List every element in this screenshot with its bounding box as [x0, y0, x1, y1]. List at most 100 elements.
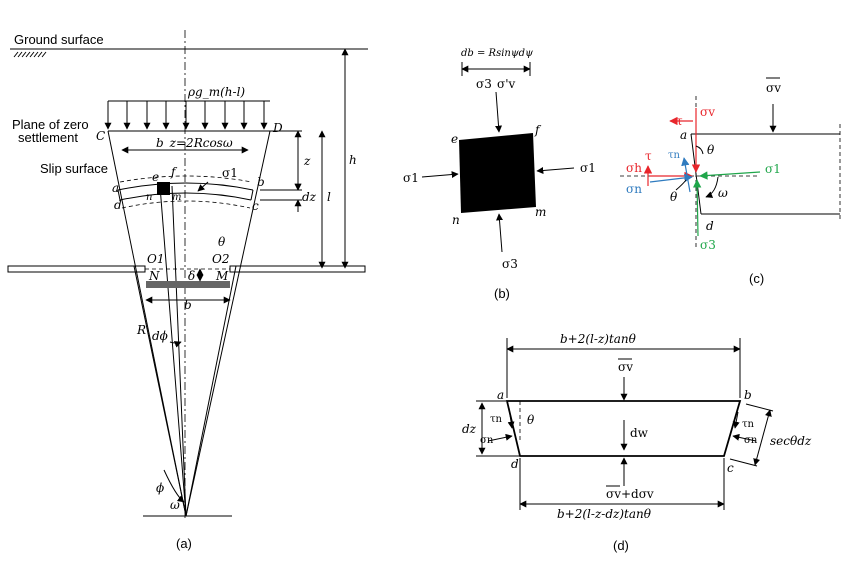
top-width-label: b+2(l-z)tanθ	[560, 332, 637, 346]
slice-top-arc	[117, 182, 254, 191]
point-d: d	[114, 198, 122, 212]
radius-line	[159, 185, 187, 517]
point-a: a	[112, 181, 119, 195]
sigmav-label-c: σv	[700, 105, 715, 119]
caption-d: (d)	[613, 538, 629, 553]
point-O2: O2	[212, 252, 229, 266]
panel-a: Ground surface ρg_m(h-l) Plane of zero s…	[7, 30, 368, 551]
R-label: R	[136, 323, 146, 337]
tau-label-c: τ	[645, 149, 652, 163]
sigma1-arrow-c	[699, 171, 761, 180]
panel-b: db = Rsinψdψ σ3 σ'v e f n m σ1 σ1 σ3 (b)	[403, 48, 596, 301]
omega-label: ω	[170, 498, 180, 512]
stress-element	[459, 133, 536, 213]
point-b-d: b	[744, 388, 752, 402]
point-f-b: f	[534, 123, 542, 137]
point-D: D	[272, 121, 283, 135]
point-f: f	[170, 165, 178, 179]
sigma3-bottom-arrow	[496, 213, 503, 253]
sigma3-arrow-c	[692, 179, 702, 237]
sigma3-label-c: σ3	[700, 238, 716, 252]
sigma3-top-arrow	[495, 91, 503, 133]
taun-left-label: τn	[490, 414, 503, 425]
theta2-label-c: θ	[670, 190, 678, 204]
load-label: ρg_m(h-l)	[187, 85, 245, 99]
caption-a: (a)	[176, 536, 192, 551]
right-slip-line	[185, 130, 271, 517]
point-m-b: m	[535, 205, 546, 219]
soil-element	[157, 182, 170, 195]
tau-top-label: τ	[676, 114, 683, 128]
sigman-arrow	[649, 173, 693, 183]
taun-label-c: τn	[668, 150, 681, 161]
sigma1-left-label: σ1	[403, 171, 419, 185]
slice-bottom-arc	[119, 192, 252, 201]
sigmav-bar-label: σv	[766, 81, 781, 95]
bottom-width-label: b+2(l-z-dz)tanθ	[557, 507, 652, 521]
sigma1-label-c: σ1	[765, 162, 781, 176]
db-label: db = Rsinψdψ	[461, 48, 533, 59]
settling-plate	[146, 281, 230, 288]
slip-surface-label: Slip surface	[40, 161, 108, 176]
sigmav-bar-d: σv	[618, 360, 633, 374]
dz-label-d: dz	[462, 422, 477, 436]
point-d-c: d	[706, 219, 714, 233]
point-O1: O1	[147, 252, 164, 266]
sigman-label-c: σn	[626, 182, 642, 196]
theta1-label-c: θ	[707, 143, 715, 157]
ground-surface-label: Ground surface	[14, 32, 104, 47]
point-N: N	[148, 269, 160, 283]
taun-right-label: τn	[742, 419, 755, 430]
point-d-d: d	[511, 457, 519, 471]
taun-arrow	[681, 157, 691, 193]
sigma1-right-arrow	[536, 167, 575, 174]
phi-label: ϕ	[156, 481, 164, 495]
sec-label: secθdz	[770, 434, 812, 448]
sigmav-dv-label: σv+dσv	[606, 487, 654, 501]
h-label: h	[349, 153, 357, 167]
theta-label-d: θ	[527, 413, 535, 427]
z-label: z	[303, 154, 311, 168]
point-a-c: a	[680, 128, 687, 142]
load-arrows	[104, 101, 268, 130]
sigman-left-label: σn	[480, 435, 494, 446]
point-e: e	[152, 170, 159, 184]
slice-element	[505, 400, 742, 457]
sigma3-bottom-label: σ3	[502, 257, 518, 271]
plane-zero-label-1: Plane of zero	[12, 117, 89, 132]
point-M: M	[215, 269, 229, 283]
delta-label: δ	[188, 269, 195, 283]
plane-zero-label-2: settlement	[18, 130, 78, 145]
dw-label: dw	[630, 426, 649, 440]
dphi-label: dϕ	[152, 329, 168, 343]
bz-label: b_z=2Rcosω	[156, 136, 233, 150]
sigma1-right-label: σ1	[580, 161, 596, 175]
point-c: c	[252, 199, 259, 213]
sec-dimension	[753, 409, 772, 466]
dz-label: dz	[302, 190, 317, 204]
point-b: b	[257, 175, 265, 189]
sigmav-prime-label: σ'v	[497, 77, 515, 91]
sigman-right-label: σn	[744, 435, 758, 446]
theta-label-a: θ	[218, 235, 226, 249]
caption-b: (b)	[494, 286, 510, 301]
point-C: C	[96, 129, 105, 143]
sigma1-left-arrow	[421, 171, 459, 179]
ground-hatch	[13, 51, 47, 58]
sigmah-label: σh	[626, 161, 642, 175]
panel-d: b+2(l-z)tanθ σv a b c d dw σv+dσv b+2(l-…	[462, 332, 812, 553]
b-label-a: b	[184, 298, 192, 312]
left-ground-plate	[7, 265, 146, 273]
panel-c: σv a d σv τ σh τ σn τn σ1 σ3 θ θ ω	[620, 77, 841, 286]
point-n-b: n	[452, 213, 460, 227]
point-n: n	[146, 192, 152, 203]
omega-label-c: ω	[718, 186, 728, 200]
point-e-b: e	[451, 132, 458, 146]
sigma3-top-label: σ3	[476, 77, 492, 91]
point-m: m	[172, 192, 181, 203]
l-label: l	[327, 190, 331, 204]
caption-c: (c)	[749, 271, 764, 286]
point-c-d: c	[727, 461, 734, 475]
point-a-d: a	[497, 388, 504, 402]
